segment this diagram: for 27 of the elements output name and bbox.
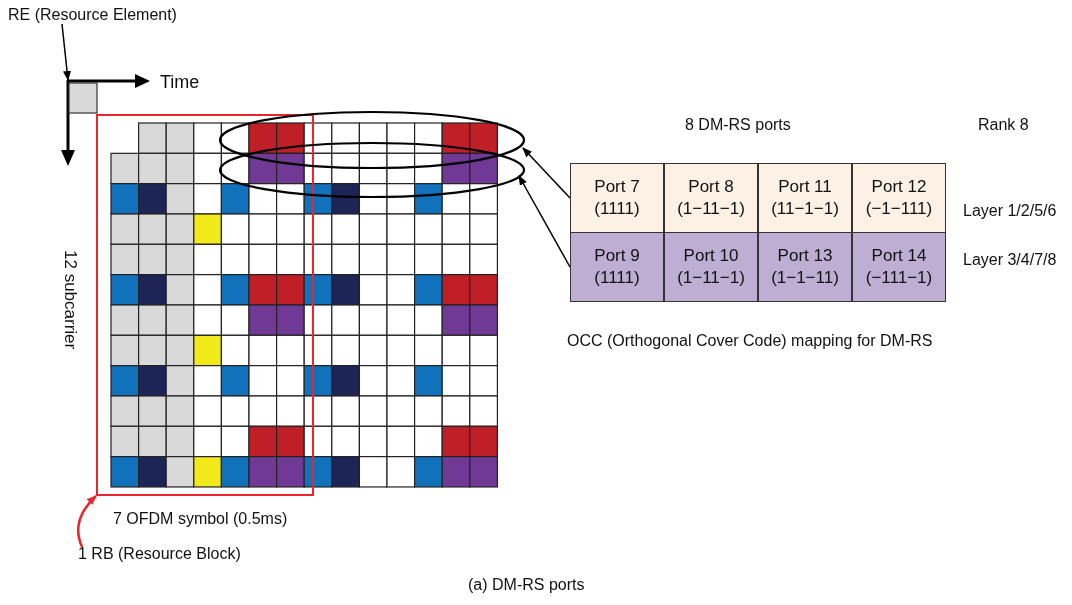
port-cell: Port 7 (1111) xyxy=(570,163,664,233)
port-cell: Port 14 (−111−1) xyxy=(852,232,946,302)
table-heading: 8 DM-RS ports xyxy=(685,116,791,135)
leader-arrow xyxy=(518,175,571,268)
axis-label: Time xyxy=(160,72,200,93)
port-cell: Port 12 (−1−111) xyxy=(852,163,946,233)
port-cell: Port 11 (11−1−1) xyxy=(758,163,852,233)
table-caption: OCC (Orthogonal Cover Code) mapping for DM-RS xyxy=(567,332,933,351)
dimension-label: 7 OFDM symbol (0.5ms) xyxy=(113,510,288,529)
ellipse-outline xyxy=(218,110,526,170)
resource-element-cell xyxy=(68,82,98,114)
table-heading: Rank 8 xyxy=(978,116,1029,135)
ellipse-outline xyxy=(218,141,526,199)
caption: (a) DM-RS ports xyxy=(468,576,585,595)
annotation-text: RE (Resource Element) xyxy=(8,6,177,25)
leader-arrow xyxy=(77,495,97,548)
leader-arrow xyxy=(522,147,571,199)
annotation-text: 1 RB (Resource Block) xyxy=(78,545,241,564)
port-cell: Port 13 (1−1−11) xyxy=(758,232,852,302)
axis-label: 12 subcarrier xyxy=(60,250,80,350)
row-label: Layer 1/2/5/6 xyxy=(963,202,1057,221)
leader-arrow xyxy=(61,23,71,81)
resource-block-outline xyxy=(96,114,314,496)
port-cell: Port 8 (1−11−1) xyxy=(664,163,758,233)
port-cell: Port 9 (1111) xyxy=(570,232,664,302)
row-label: Layer 3/4/7/8 xyxy=(963,251,1057,270)
port-cell: Port 10 (1−11−1) xyxy=(664,232,758,302)
